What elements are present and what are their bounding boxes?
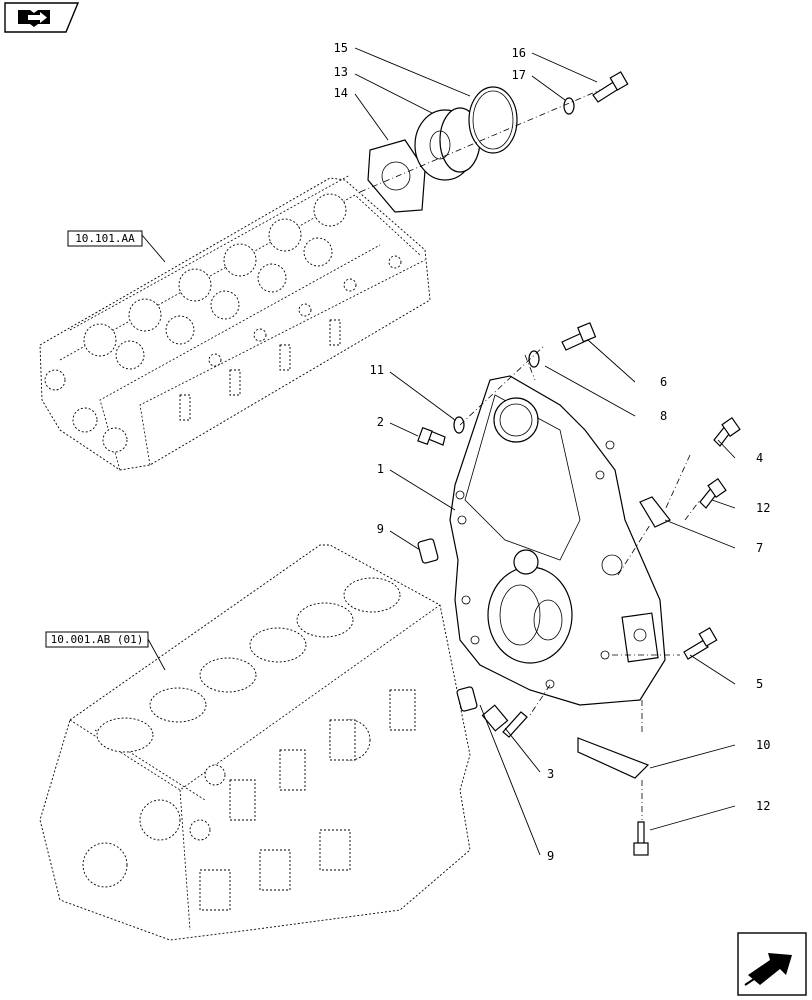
callout-5: 5 bbox=[756, 677, 763, 691]
callout-13: 13 bbox=[334, 65, 348, 79]
callout-4: 4 bbox=[756, 451, 763, 465]
callout-labels: 15 13 14 16 17 11 2 1 9 6 8 4 12 7 5 10 … bbox=[334, 41, 771, 863]
callout-11: 11 bbox=[370, 363, 384, 377]
callout-3: 3 bbox=[547, 767, 554, 781]
callout-16: 16 bbox=[512, 46, 526, 60]
callout-17: 17 bbox=[512, 68, 526, 82]
callout-9-lower: 9 bbox=[547, 849, 554, 863]
callout-9-upper: 9 bbox=[377, 522, 384, 536]
callout-1: 1 bbox=[377, 462, 384, 476]
engine-block-drawing bbox=[39, 544, 471, 941]
callout-7: 7 bbox=[756, 541, 763, 555]
cylinder-head-drawing bbox=[39, 174, 431, 471]
top-nav-button[interactable] bbox=[4, 2, 80, 33]
leader-lines bbox=[141, 47, 736, 856]
reference-label-engine-block: 10.001.AB (01) bbox=[51, 633, 144, 646]
callout-2: 2 bbox=[377, 415, 384, 429]
reference-box-cylinder-head[interactable]: 10.101.AA bbox=[67, 230, 143, 247]
seal-assembly bbox=[367, 86, 518, 213]
callout-6: 6 bbox=[660, 375, 667, 389]
book-arrow-icon bbox=[18, 10, 50, 27]
callout-10: 10 bbox=[756, 738, 770, 752]
next-page-arrow-icon bbox=[744, 953, 792, 986]
reference-label-cylinder-head: 10.101.AA bbox=[75, 232, 135, 245]
flywheel-housing bbox=[449, 375, 666, 706]
callout-15: 15 bbox=[334, 41, 348, 55]
assembly-centerlines bbox=[359, 89, 701, 820]
callout-12-upper: 12 bbox=[756, 501, 770, 515]
fastener-parts bbox=[417, 71, 741, 856]
callout-8: 8 bbox=[660, 409, 667, 423]
bottom-nav-button[interactable] bbox=[737, 932, 807, 996]
callout-12-lower: 12 bbox=[756, 799, 770, 813]
callout-14: 14 bbox=[334, 86, 348, 100]
reference-box-engine-block[interactable]: 10.001.AB (01) bbox=[45, 631, 149, 648]
